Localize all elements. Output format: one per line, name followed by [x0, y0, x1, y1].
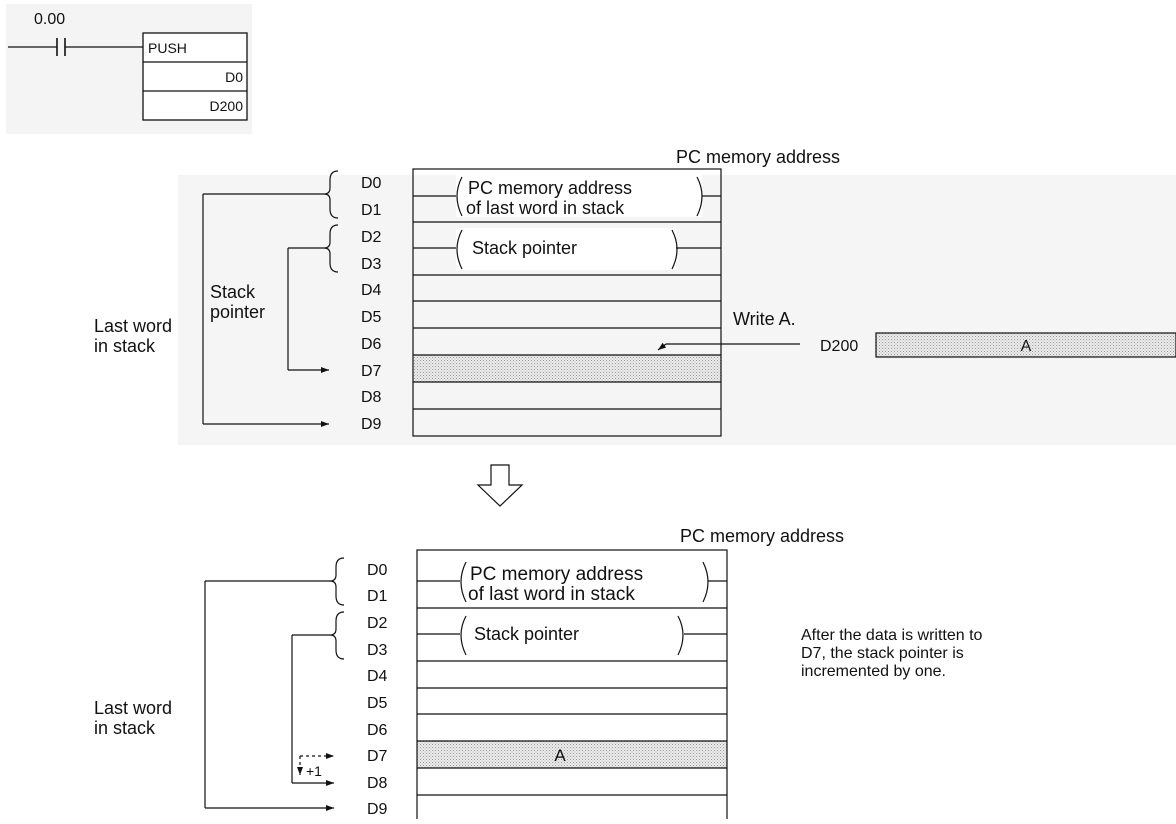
after-addr-d0: D0: [367, 562, 388, 579]
source-value: A: [1021, 338, 1032, 355]
before-addr-d9: D9: [361, 416, 382, 433]
before-lastword-label-1: Last word: [94, 316, 172, 336]
increment-label: +1: [306, 763, 322, 779]
before-addr-d8: D8: [361, 389, 382, 406]
after-addr-d6: D6: [367, 722, 388, 739]
after-lastword-label-1: Last word: [94, 698, 172, 718]
after-addr-d8: D8: [367, 775, 388, 792]
after-label-stack-pointer: Stack pointer: [474, 624, 579, 644]
before-label-stack-pointer: Stack pointer: [472, 238, 577, 258]
before-addr-d6: D6: [361, 336, 382, 353]
after-addr-d9: D9: [367, 801, 388, 818]
after-addr-d4: D4: [367, 668, 388, 685]
instruction-mnemonic: PUSH: [148, 40, 187, 56]
before-address-labels: D0 D1 D2 D3 D4 D5 D6 D7 D8 D9: [361, 175, 382, 433]
after-label-lastword-addr-2: of last word in stack: [468, 584, 635, 605]
before-label-lastword-addr-2: of last word in stack: [466, 198, 625, 218]
after-addr-d1: D1: [367, 588, 388, 605]
before-lastword-label-2: in stack: [94, 336, 156, 356]
before-addr-d7: D7: [361, 363, 382, 380]
before-addr-d3: D3: [361, 256, 382, 273]
before-memory-table: [412, 168, 722, 437]
before-addr-d2: D2: [361, 229, 382, 246]
before-stack-label-1: Stack: [210, 282, 256, 302]
after-cell-d7-value: A: [554, 746, 566, 765]
operand-2: D200: [210, 98, 244, 114]
after-address-labels: D0 D1 D2 D3 D4 D5 D6 D7 D8 D9: [367, 562, 388, 818]
note-line-2: D7, the stack pointer is: [801, 645, 964, 662]
after-lastword-label-2: in stack: [94, 718, 156, 738]
before-panel: [178, 175, 1176, 445]
operand-1: D0: [225, 69, 243, 85]
before-label-lastword-addr-1: PC memory address: [468, 178, 632, 198]
after-header: PC memory address: [680, 526, 844, 546]
after-addr-d2: D2: [367, 615, 388, 632]
source-address: D200: [820, 338, 858, 355]
before-addr-d0: D0: [361, 175, 382, 192]
instruction-box: [142, 32, 248, 121]
source-register: [875, 332, 1176, 358]
before-addr-d4: D4: [361, 282, 382, 299]
before-header: PC memory address: [676, 147, 840, 167]
before-addr-d5: D5: [361, 309, 382, 326]
note-line-1: After the data is written to: [801, 627, 983, 644]
contact-address: 0.00: [34, 11, 65, 28]
before-stack-label-2: pointer: [210, 302, 265, 322]
ladder-diagram: 0.00 PUSH D0 D200: [8, 11, 248, 121]
after-label-lastword-addr-1: PC memory address: [470, 564, 643, 585]
before-diagram: PC memory address PC memory address of l…: [94, 147, 1176, 437]
after-addr-d7: D7: [367, 748, 388, 765]
write-label: Write A.: [733, 309, 796, 329]
transition-arrow: [476, 464, 524, 507]
before-addr-d1: D1: [361, 202, 382, 219]
after-diagram: PC memory address PC memory address of l…: [94, 526, 983, 823]
after-addr-d5: D5: [367, 695, 388, 712]
after-addr-d3: D3: [367, 642, 388, 659]
note-line-3: incremented by one.: [801, 663, 946, 680]
